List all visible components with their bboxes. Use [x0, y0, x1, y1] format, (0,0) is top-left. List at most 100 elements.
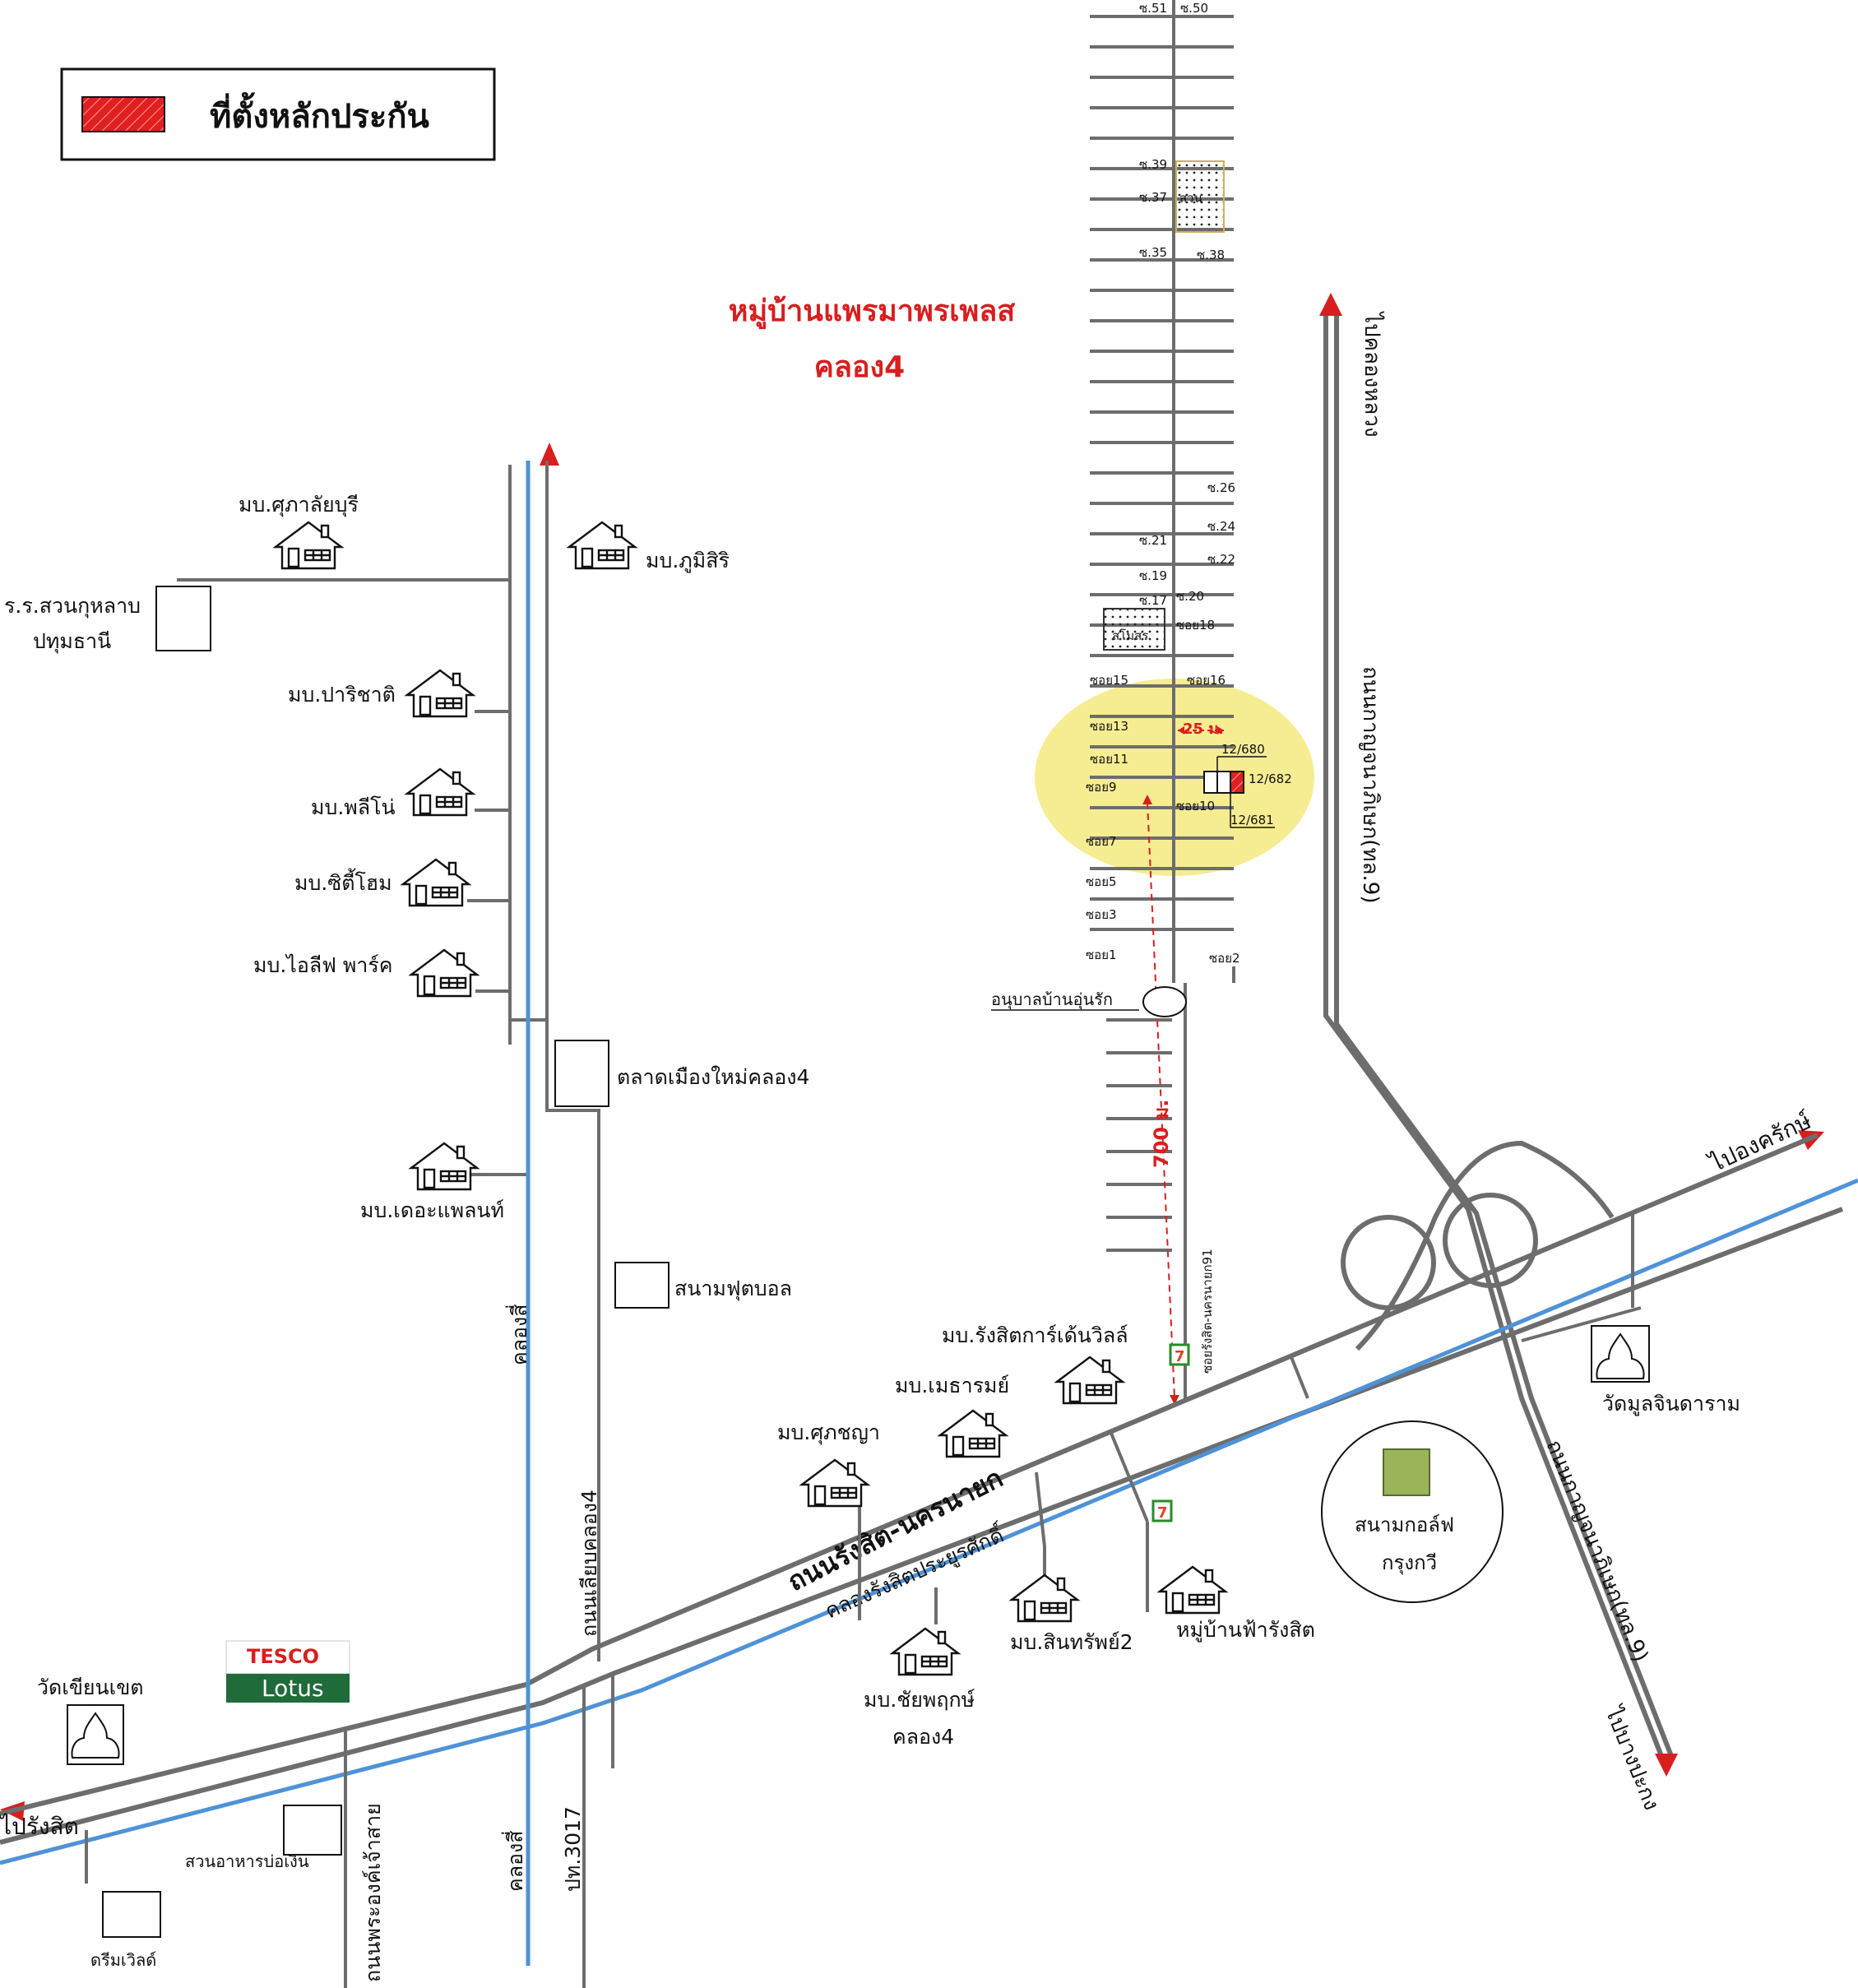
soi-19: ซ.19: [1139, 568, 1167, 583]
soi-1: ซอย1: [1086, 948, 1117, 962]
seven-eleven-icon: 7: [1169, 1343, 1190, 1366]
property-detail: 25 ม. 12/680 12/682 12/681 700 ม.: [1142, 721, 1292, 1405]
village-subtitle: คลอง4: [814, 350, 905, 384]
soi-road-label: ซอยรังสิต-นครนายก91: [1200, 1249, 1215, 1374]
side-roads: [85, 966, 1642, 1988]
school-box: [155, 586, 211, 651]
soi-18: ซอย18: [1176, 618, 1215, 633]
soi-16: ซอย16: [1187, 673, 1226, 688]
temple-icon: [1591, 1325, 1650, 1383]
soi-3: ซอย3: [1086, 907, 1117, 922]
temple-icon: [67, 1704, 124, 1765]
soi-17: ซ.17: [1139, 593, 1167, 608]
park-area: [1175, 160, 1225, 233]
motorway: [1323, 313, 1674, 1758]
school-label-2: ปทุมธานี: [33, 629, 111, 654]
market-box: [554, 1040, 609, 1107]
dreamworld-box: [102, 1891, 161, 1938]
distance-label: 700 ม.: [1150, 1100, 1173, 1168]
legend-label: ที่ตั้งหลักประกัน: [210, 92, 429, 136]
main-road: [0, 1133, 1844, 1845]
city-home-label: มบ.ซิตี้โฮม: [294, 868, 392, 895]
house-icon: [410, 1142, 479, 1191]
restaurant-box: [283, 1805, 342, 1856]
soi-50: ซ.50: [1180, 1, 1208, 16]
plot-12-680: [1203, 771, 1218, 794]
soi-39: ซ.39: [1139, 157, 1167, 172]
phumisiri-label: มบ.ภูมิสิริ: [646, 549, 730, 573]
soi-7: ซอย7: [1086, 834, 1117, 849]
house-icon: [274, 521, 343, 570]
soi-38: ซ.38: [1197, 248, 1225, 262]
main-canal: [0, 1178, 1858, 1865]
legend-swatch: [81, 96, 165, 132]
football-box: [614, 1262, 670, 1309]
house-icon: [405, 669, 475, 718]
restaurant-label: สวนอาหารบ่อเงิน: [185, 1851, 309, 1871]
svg-text:7: 7: [1175, 1348, 1185, 1365]
plot-label-12-682: 12/682: [1249, 772, 1292, 786]
house-icon: [401, 858, 470, 907]
village-title: หมู่บ้านแพรมาพรเพลส: [729, 294, 1016, 330]
bypass-road-label: ถนนเลียบคลอง4: [577, 1490, 601, 1637]
legend: ที่ตั้งหลักประกัน: [60, 67, 496, 161]
soi-26: ซ.26: [1207, 480, 1235, 495]
chaiyaphruek-label-2: คลอง4: [892, 1725, 954, 1749]
pt3017-label: ปท.3017: [561, 1806, 585, 1892]
club-label: สโมสร: [1112, 628, 1148, 643]
soi-labels: ซ.51 ซ.50 ซ.39 ซ.37 ซ.35 ซ.38 ซ.26 ซ.24 …: [1086, 1, 1240, 966]
garden-ville-label: มบ.รังสิตการ์เด้นวิลล์: [942, 1323, 1128, 1347]
dreamworld-label: ดรีมเวิลด์: [90, 1950, 156, 1970]
club-area: [1103, 608, 1165, 651]
soi-51: ซ.51: [1139, 1, 1167, 16]
wat-khian-label: วัดเขียนเขต: [37, 1675, 144, 1699]
school-label: ร.ร.สวนกุหลาบ: [4, 594, 141, 619]
soi-24: ซ.24: [1207, 519, 1235, 534]
rangsit-label: ไปรังสิต: [0, 1813, 79, 1840]
soi-22: ซ.22: [1207, 552, 1235, 567]
place-labels: มบ.ศุภาลัยบุรี มบ.ภูมิสิริ ร.ร.สวนกุหลาบ…: [4, 493, 1740, 1982]
house-icon: [568, 521, 637, 570]
khlong-luang-label: ไปคลองหลวง: [1360, 311, 1385, 438]
svg-text:TESCO: TESCO: [247, 1645, 319, 1668]
motorway-south-label: ถนนกาญจนาภิเษก(ทล.9): [1541, 1436, 1653, 1666]
palino-label: มบ.พลีโน่: [311, 795, 396, 819]
football-label: สนามฟุตบอล: [674, 1277, 792, 1301]
khlong4-canal-label-south: คลองสี่: [501, 1830, 527, 1892]
park-label: สวน: [1179, 191, 1202, 206]
svg-text:7: 7: [1157, 1504, 1168, 1522]
house-icon: [938, 1409, 1008, 1458]
house-icon: [1010, 1573, 1079, 1623]
seven-eleven-icon: 7: [1151, 1499, 1173, 1522]
soi-11: ซอย11: [1090, 752, 1128, 767]
arrow-south: [1655, 1754, 1678, 1777]
soi-5: ซอย5: [1086, 874, 1117, 889]
phra-ong-label: ถนนพระองค์เจ้าสาย: [361, 1803, 385, 1982]
parichat-label: มบ.ปาริชาติ: [288, 683, 396, 707]
kindergarten-marker: [1142, 986, 1187, 1017]
golf-area: [1321, 1420, 1504, 1603]
soi-9: ซอย9: [1086, 780, 1117, 795]
house-icon: [405, 767, 475, 817]
soi-13: ซอย13: [1090, 719, 1128, 734]
house-icons: [274, 521, 1227, 1676]
market-label: ตลาดเมืองใหม่คลอง4: [617, 1065, 809, 1089]
i-leaf-label: มบ.ไอลีฟ พาร์ค: [253, 953, 393, 977]
golf-icon: [1383, 1448, 1430, 1496]
arrow-north: [1319, 293, 1342, 316]
soi-21: ซ.21: [1139, 533, 1167, 548]
fa-rangsit-label: หมู่บ้านฟ้ารังสิต: [1176, 1618, 1315, 1643]
house-icon: [1055, 1355, 1124, 1405]
soi-35: ซ.35: [1139, 245, 1167, 260]
chaiyaphruek-label: มบ.ชัยพฤกษ์: [864, 1688, 975, 1712]
arrow-khlong4-north: [540, 443, 559, 466]
golf-label: สนามกอล์ฟ: [1355, 1513, 1454, 1536]
the-plant-label: มบ.เดอะแพลนท์: [360, 1198, 504, 1222]
soi-37: ซ.37: [1139, 190, 1167, 205]
house-icon: [410, 948, 479, 998]
house-icon: [891, 1627, 960, 1676]
sinsap-label: มบ.สินทรัพย์2: [1010, 1630, 1133, 1654]
house-icon: [1158, 1565, 1227, 1615]
plot-12-681: [1216, 771, 1231, 794]
